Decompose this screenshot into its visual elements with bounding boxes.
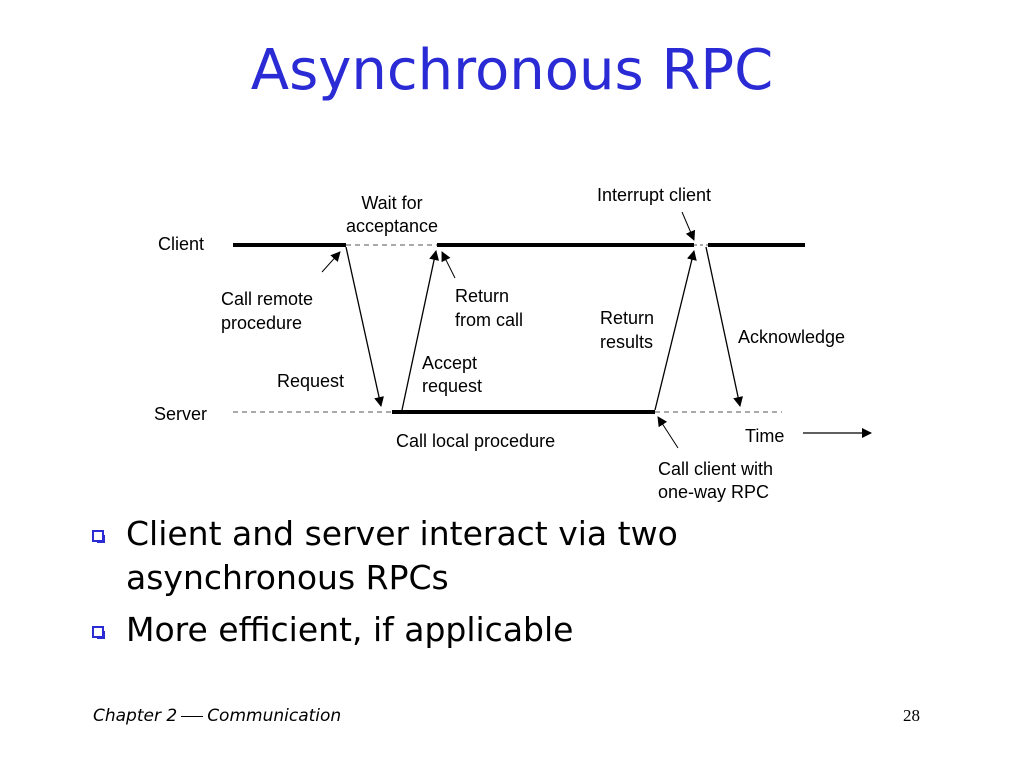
bullet-text: More efficient, if applicable — [126, 610, 574, 649]
return-results-label-line2: results — [600, 332, 653, 352]
footer-dash — [181, 715, 204, 717]
acknowledge-arrow — [705, 246, 744, 407]
accept-request-label-line1: Accept — [422, 353, 477, 373]
wait-for-label-line2: acceptance — [346, 216, 438, 236]
bullet-list: Client and server interact via two async… — [90, 512, 890, 660]
call-client-label-line2: one-way RPC — [658, 482, 769, 502]
interrupt-client-label: Interrupt client — [597, 185, 711, 205]
call-client-label-line1: Call client with — [658, 459, 773, 479]
return-from-call-label-line2: from call — [455, 310, 523, 330]
return-results-label-line1: Return — [600, 308, 654, 328]
checkbox-bullet-icon — [92, 626, 105, 639]
accept-arrow — [401, 250, 440, 411]
footer-chapter-number: Chapter 2 — [93, 706, 178, 726]
call-client-pointer-arrow — [657, 416, 679, 449]
request-arrow — [345, 246, 384, 407]
call-remote-label-line2: procedure — [221, 313, 302, 333]
call-local-procedure-label: Call local procedure — [396, 431, 555, 451]
return-from-call-pointer-arrow — [441, 251, 456, 279]
bullet-item: Client and server interact via two async… — [90, 512, 890, 600]
checkbox-bullet-icon — [92, 530, 105, 543]
slide-title: Asynchronous RPC — [250, 38, 774, 103]
footer-chapter: Chapter 2 Communication — [93, 706, 341, 726]
return-results-arrow — [654, 250, 697, 411]
call-remote-pointer-arrow — [321, 251, 341, 273]
acknowledge-label: Acknowledge — [738, 327, 845, 347]
interrupt-client-pointer-arrow — [681, 211, 696, 241]
time-label: Time — [745, 426, 784, 446]
page-number: 28 — [903, 706, 920, 725]
return-from-call-label-line1: Return — [455, 286, 509, 306]
bullet-text: Client and server interact via two async… — [126, 514, 678, 597]
wait-for-label-line1: Wait for — [361, 193, 422, 213]
bullet-item: More efficient, if applicable — [90, 608, 890, 652]
request-label: Request — [277, 371, 344, 391]
call-remote-label-line1: Call remote — [221, 289, 313, 309]
footer-topic: Communication — [207, 706, 342, 726]
client-label: Client — [158, 234, 204, 254]
server-label: Server — [154, 404, 207, 424]
accept-request-label-line2: request — [422, 376, 482, 396]
